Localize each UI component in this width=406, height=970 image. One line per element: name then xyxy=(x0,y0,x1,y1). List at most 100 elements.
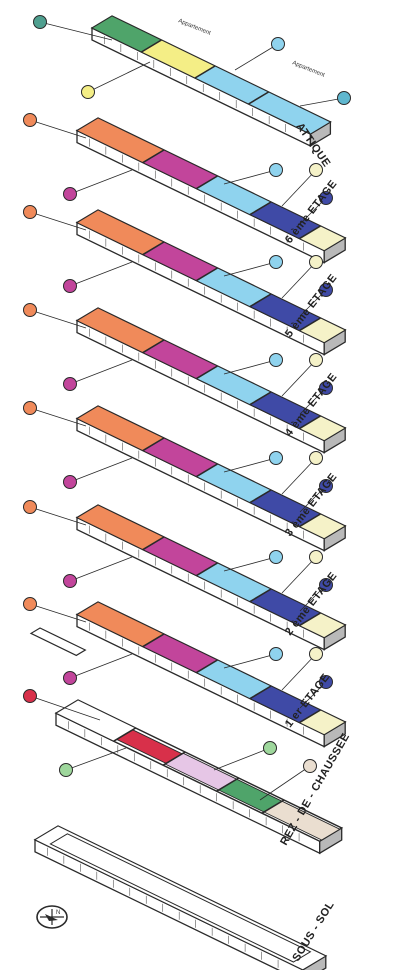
callout-attique-green-leader xyxy=(39,21,113,41)
callout-cream-5 xyxy=(309,255,323,269)
partition-wall xyxy=(249,201,272,216)
callout-attique-blue xyxy=(271,37,285,51)
partition-wall xyxy=(142,241,165,256)
partition-wall xyxy=(249,588,272,603)
partition-wall xyxy=(249,685,272,700)
floor-level-3 xyxy=(75,405,347,552)
callout-orange-5 xyxy=(23,205,37,219)
callout-attique-cyan xyxy=(337,91,351,105)
partition-wall xyxy=(261,799,285,814)
callout-lightblue-2-leader xyxy=(223,556,277,572)
ground-floor-level xyxy=(54,699,344,855)
callout-orange-4-leader xyxy=(29,309,87,329)
partition-wall xyxy=(299,513,321,528)
callout-cream-1 xyxy=(309,647,323,661)
callout-darkblue-3 xyxy=(319,479,333,493)
callout-green xyxy=(263,741,277,755)
callout-magenta-6-leader xyxy=(69,169,133,195)
callout-cream-2 xyxy=(309,550,323,564)
callout-cream-5-leader xyxy=(281,261,317,299)
partition-wall xyxy=(196,463,218,478)
callout-darkblue-6 xyxy=(319,191,333,205)
callout-beige-leader xyxy=(259,765,311,801)
callout-lightblue-4 xyxy=(269,353,283,367)
partition-wall xyxy=(299,317,321,332)
partition-wall xyxy=(142,536,165,551)
partition-wall xyxy=(299,612,321,627)
callout-attique-cyan-leader xyxy=(299,97,345,107)
partition-wall xyxy=(249,489,272,504)
partition-wall xyxy=(196,365,218,380)
callout-cream-2-leader xyxy=(281,556,317,594)
callout-magenta-6 xyxy=(63,187,77,201)
callout-magenta-2-leader xyxy=(69,556,133,582)
callout-cream-3 xyxy=(309,451,323,465)
callout-lightblue-6 xyxy=(269,163,283,177)
partition-wall xyxy=(196,659,218,674)
callout-mint xyxy=(59,763,73,777)
callout-cream-4-leader xyxy=(281,359,317,397)
callout-lightblue-3 xyxy=(269,451,283,465)
partition-wall xyxy=(196,562,218,577)
callout-orange-2-leader xyxy=(29,506,87,526)
callout-magenta-5-leader xyxy=(69,261,133,287)
callout-orange-3-leader xyxy=(29,407,87,427)
callout-orange-3 xyxy=(23,401,37,415)
partition-wall xyxy=(141,39,162,53)
callout-magenta-3-leader xyxy=(69,457,133,483)
partition-wall xyxy=(248,91,269,105)
partition-wall xyxy=(216,777,240,792)
floor-layers xyxy=(23,15,351,970)
callout-orange-4 xyxy=(23,303,37,317)
callout-attique-yellow xyxy=(81,85,95,99)
callout-darkblue-4 xyxy=(319,381,333,395)
attique-annotation-1: Appartement xyxy=(177,18,211,37)
callout-magenta-3 xyxy=(63,475,77,489)
compass-north-label: N xyxy=(56,910,60,916)
partition-wall xyxy=(162,751,186,766)
callout-lightblue-5 xyxy=(269,255,283,269)
callout-magenta-4-leader xyxy=(69,359,133,385)
room-wall xyxy=(34,825,327,970)
callout-darkblue-2 xyxy=(319,578,333,592)
callout-mint-leader xyxy=(65,747,127,771)
floor-level-2 xyxy=(75,504,347,651)
basement-inner-outline xyxy=(49,833,312,963)
callout-red-leader xyxy=(29,695,101,721)
partition-wall xyxy=(142,339,165,354)
callout-beige xyxy=(303,759,317,773)
callout-orange-1-leader xyxy=(29,603,87,623)
callout-cream-4 xyxy=(309,353,323,367)
callout-cream-3-leader xyxy=(281,457,317,495)
callout-lightblue-5-leader xyxy=(223,261,277,277)
callout-orange-6-leader xyxy=(29,119,87,139)
callout-attique-green xyxy=(33,15,47,29)
callout-attique-yellow-leader xyxy=(87,61,151,93)
attique-annotation-2: Appartement xyxy=(291,60,325,79)
callout-orange-5-leader xyxy=(29,211,87,231)
callout-magenta-5 xyxy=(63,279,77,293)
basement-level xyxy=(33,825,328,970)
callout-magenta-2 xyxy=(63,574,77,588)
floor-level-5 xyxy=(75,209,347,356)
partition-wall xyxy=(196,267,218,282)
partition-wall xyxy=(249,391,272,406)
callout-darkblue-5 xyxy=(319,283,333,297)
partition-wall xyxy=(194,65,216,79)
compass-rose-icon: N xyxy=(36,905,68,929)
callout-magenta-4 xyxy=(63,377,77,391)
partition-wall xyxy=(142,149,165,164)
partition-wall xyxy=(142,437,165,452)
callout-cream-6-leader xyxy=(281,169,317,207)
partition-wall xyxy=(299,415,321,430)
callout-orange-6 xyxy=(23,113,37,127)
callout-orange-2 xyxy=(23,500,37,514)
slab-front-side xyxy=(55,712,321,855)
callout-lightblue-1-leader xyxy=(223,653,277,669)
callout-attique-blue-leader xyxy=(234,43,279,71)
callout-lightblue-4-leader xyxy=(223,359,277,375)
partition-wall xyxy=(196,175,218,190)
callout-orange-1 xyxy=(23,597,37,611)
partition-wall xyxy=(299,709,321,724)
